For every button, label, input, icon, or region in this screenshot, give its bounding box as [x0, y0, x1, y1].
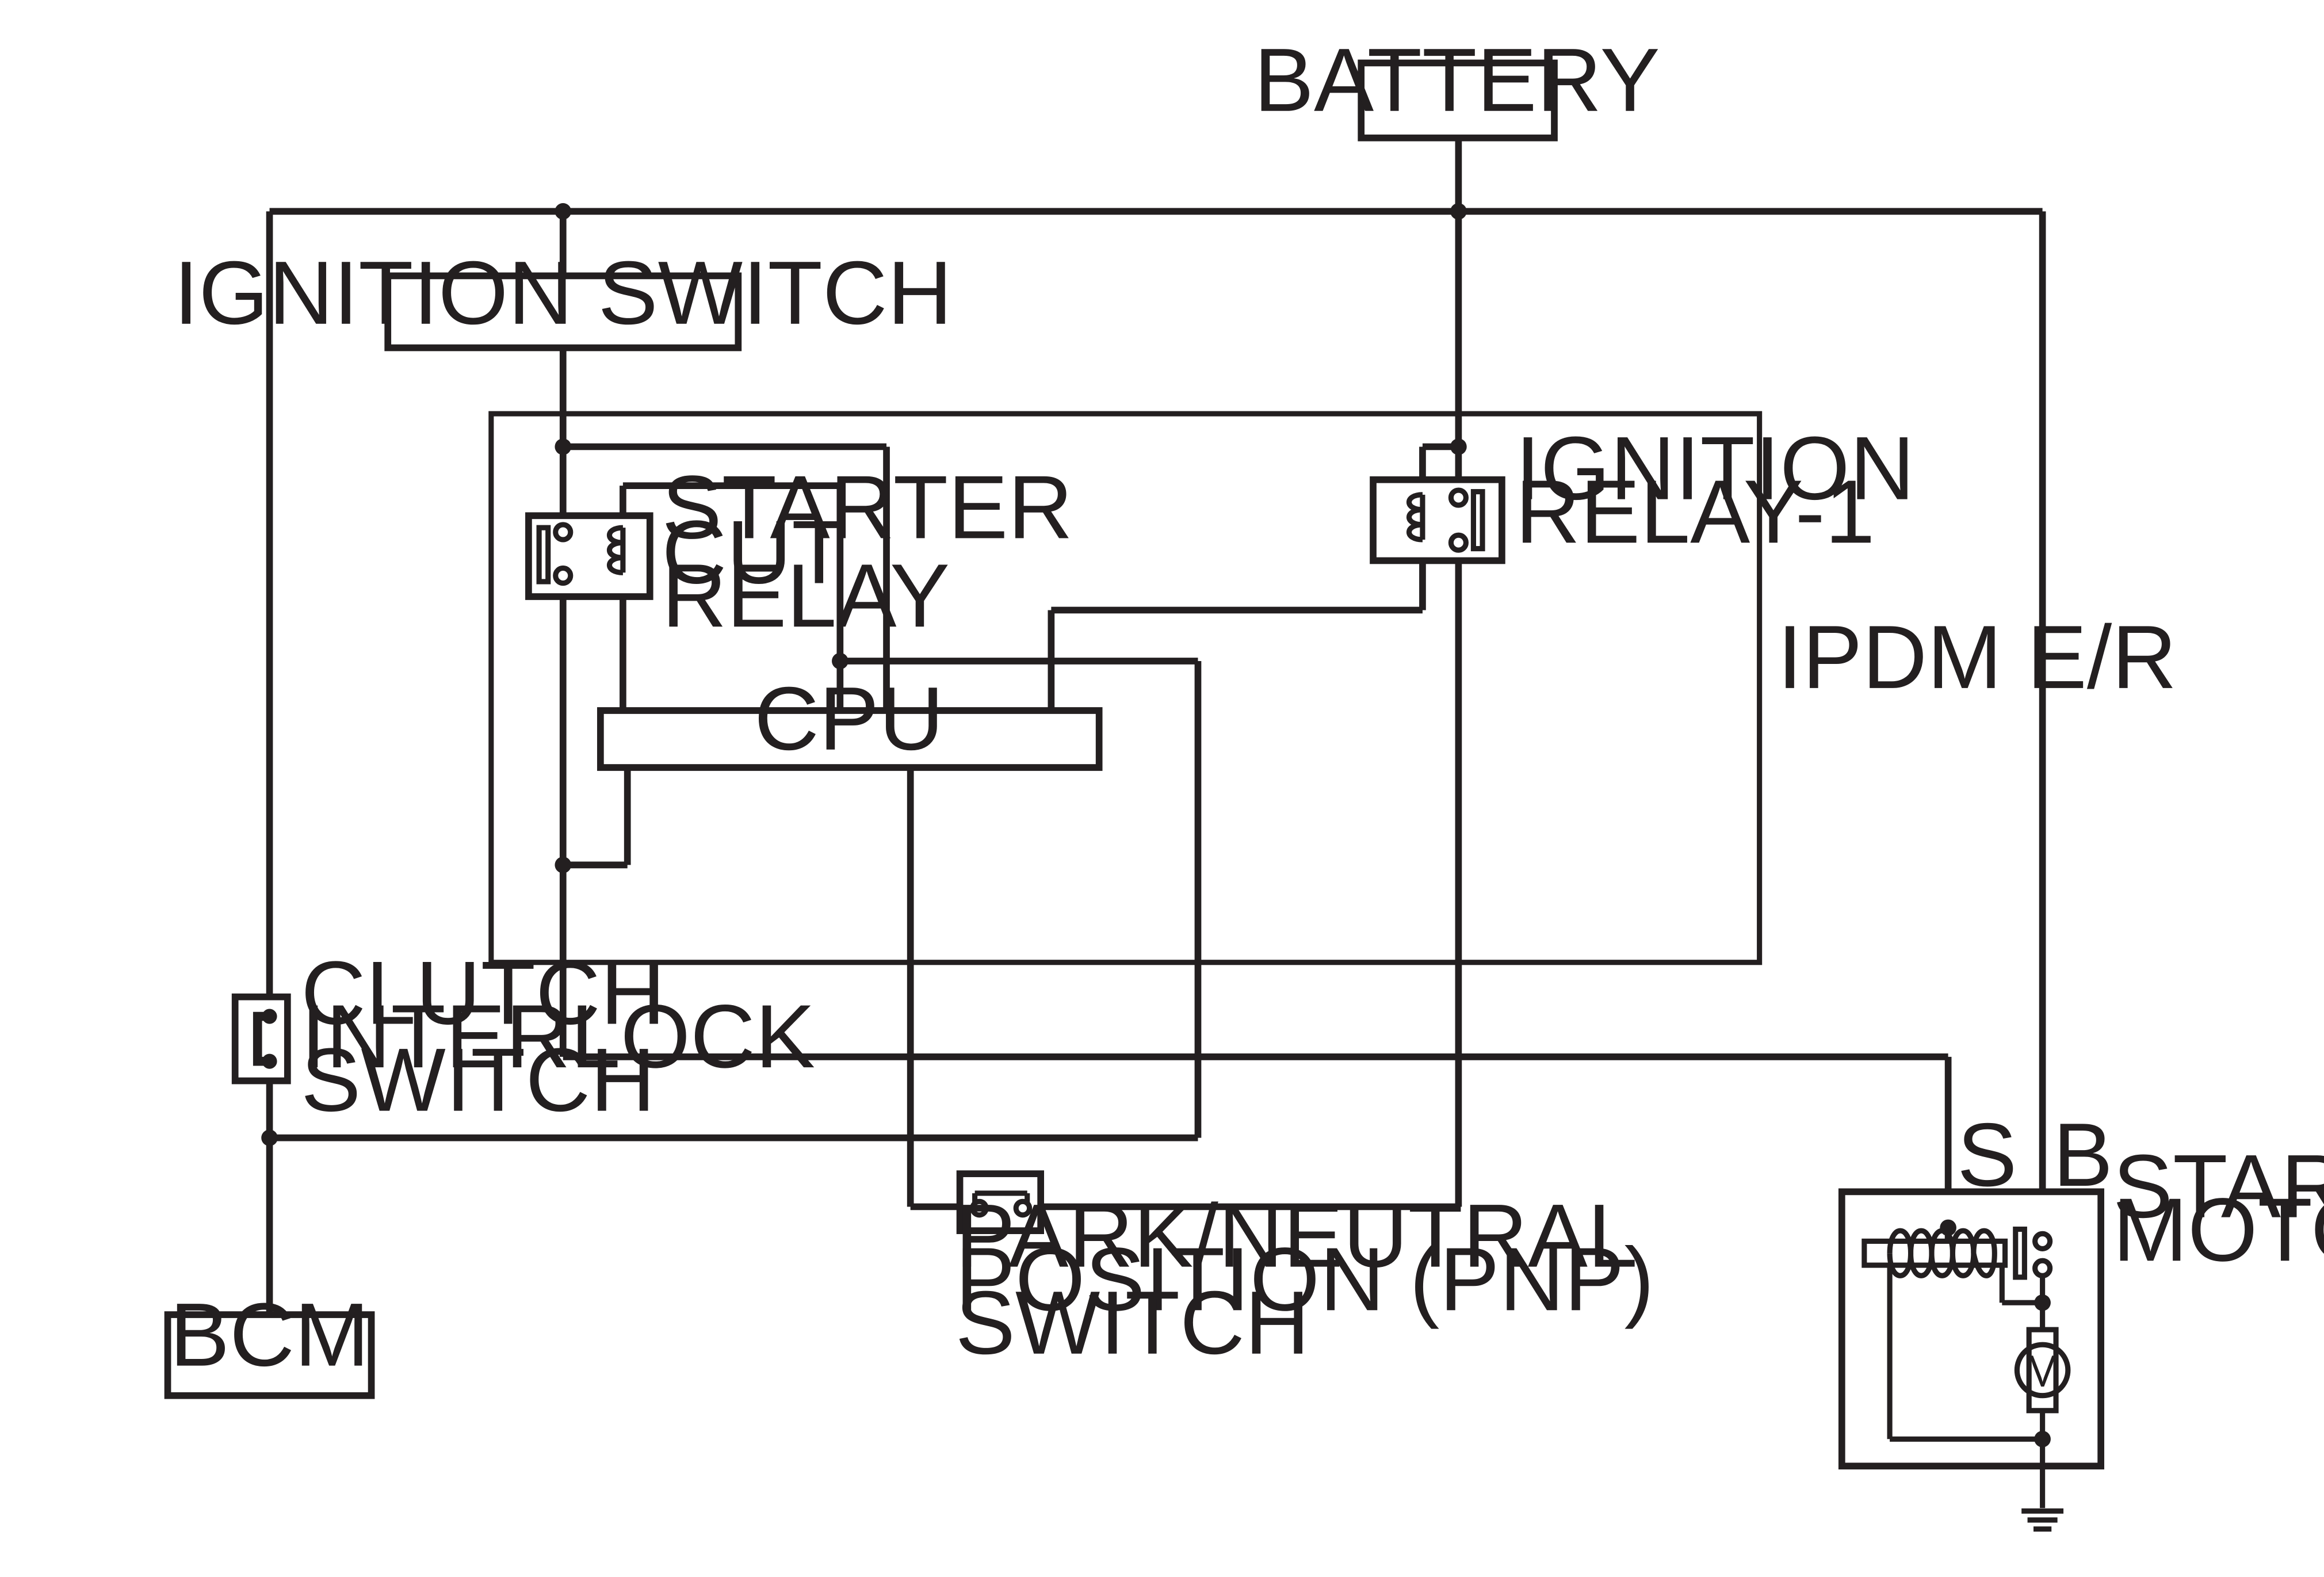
motor-icon — [2014, 1342, 2071, 1399]
terminal-s-label: S — [1957, 1105, 2017, 1205]
junction-dots — [261, 203, 2051, 1448]
starter-cut-relay-label: STARTER CUT RELAY — [662, 457, 1098, 646]
ignition-relay-1: IGNITION RELAY-1 — [1370, 419, 1940, 564]
ipdm-label: IPDM E/R — [1778, 608, 2177, 708]
clutch-interlock-switch: CLUTCH INTERLOCK SWITCH — [231, 944, 840, 1131]
cpu-label: CPU — [754, 669, 944, 769]
wiring — [266, 138, 2046, 1315]
battery-box: BATTERY — [1254, 30, 1660, 142]
battery-label: BATTERY — [1254, 30, 1660, 131]
ipdm-er-module: IPDM E/R — [488, 411, 2177, 965]
ignition-switch-label: IGNITION SWITCH — [174, 243, 952, 343]
ignition-relay-label: IGNITION RELAY-1 — [1515, 419, 1940, 563]
relay-coil-icon — [607, 525, 626, 575]
ignition-switch-box: IGNITION SWITCH — [174, 243, 952, 352]
relay-contact-icon — [1470, 489, 1485, 552]
bcm-label: BCM — [170, 1285, 369, 1385]
starter-cut-relay: STARTER CUT RELAY — [525, 457, 1098, 646]
relay-coil-icon — [1406, 492, 1425, 543]
relay-contact-icon — [536, 525, 551, 585]
motor-symbol: M — [2024, 1346, 2061, 1396]
starter-motor-label: STARTER MOTOR — [2113, 1137, 2324, 1281]
cpu-box: CPU — [597, 669, 1103, 771]
pnp-switch-label: PARK/NEUTRAL POSITION (PNP) SWITCH — [955, 1186, 1679, 1373]
starter-motor: M S B STARTER MOTOR — [1838, 1105, 2324, 1532]
terminal-b-label: B — [2053, 1105, 2113, 1205]
ground-icon — [2021, 1508, 2064, 1532]
clutch-interlock-label: CLUTCH INTERLOCK SWITCH — [301, 944, 840, 1131]
pnp-switch: PARK/NEUTRAL POSITION (PNP) SWITCH — [955, 1170, 1679, 1373]
bcm-box: BCM — [164, 1285, 375, 1399]
